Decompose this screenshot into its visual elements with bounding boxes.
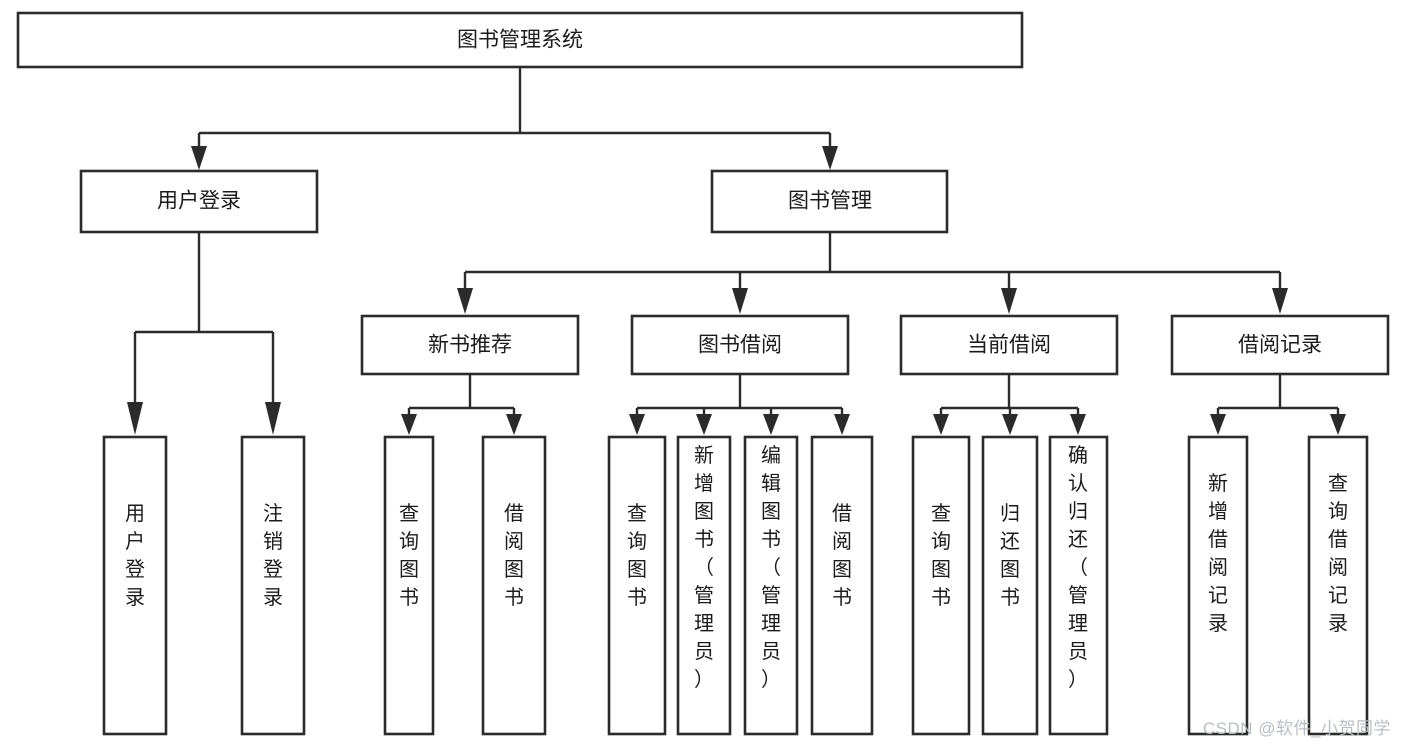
connector-group-book-mgmt bbox=[457, 232, 1288, 314]
node-current-borrow-box[interactable] bbox=[899, 314, 1119, 376]
node-leaf-borrow-book-1[interactable]: 借阅图书 bbox=[481, 435, 547, 736]
node-leaf-query-borrow-record-label: 查询借阅记录 bbox=[1328, 472, 1348, 635]
node-leaf-return-book[interactable]: 归还图书 bbox=[981, 435, 1039, 736]
node-user-login-label: 用户登录 bbox=[157, 190, 241, 213]
node-leaf-borrow-book-1-label: 借阅图书 bbox=[504, 502, 524, 609]
arrow-head-icon bbox=[191, 146, 207, 170]
node-leaf-query-book-3[interactable]: 查询图书 bbox=[911, 435, 971, 736]
node-leaf-query-book-1-label: 查询图书 bbox=[399, 502, 419, 609]
node-root-label: 图书管理系统 bbox=[457, 29, 583, 52]
node-leaf-query-book-1-box[interactable] bbox=[383, 435, 435, 736]
node-book-mgmt-label: 图书管理 bbox=[788, 190, 872, 213]
arrow-head-icon bbox=[696, 414, 712, 435]
arrow-head-icon bbox=[1002, 414, 1018, 435]
node-book-borrow-box[interactable] bbox=[630, 314, 850, 376]
node-book-mgmt[interactable]: 图书管理 bbox=[710, 169, 949, 234]
node-user-login-box[interactable] bbox=[79, 169, 319, 234]
node-leaf-query-book-1[interactable]: 查询图书 bbox=[383, 435, 435, 736]
node-leaf-add-borrow-record-label: 新增借阅记录 bbox=[1208, 472, 1228, 635]
node-leaf-confirm-return-admin-box[interactable] bbox=[1048, 435, 1109, 736]
node-leaf-add-book-admin[interactable]: 新增图书（管理员） bbox=[676, 435, 732, 736]
arrow-head-icon bbox=[506, 414, 522, 435]
arrow-head-icon bbox=[265, 402, 281, 435]
node-leaf-edit-book-admin-box[interactable] bbox=[743, 435, 799, 736]
arrow-head-icon bbox=[1330, 414, 1346, 435]
node-leaf-confirm-return-admin-label: 确认归还（管理员） bbox=[1068, 444, 1088, 691]
node-book-mgmt-box[interactable] bbox=[710, 169, 949, 234]
node-leaf-query-book-2-label: 查询图书 bbox=[627, 502, 647, 609]
node-leaf-query-book-3-label: 查询图书 bbox=[931, 502, 951, 609]
node-leaf-user-login[interactable]: 用户登录 bbox=[102, 435, 168, 736]
node-leaf-confirm-return-admin[interactable]: 确认归还（管理员） bbox=[1048, 435, 1109, 736]
node-leaf-query-book-2-box[interactable] bbox=[607, 435, 667, 736]
arrow-head-icon bbox=[1070, 414, 1086, 435]
node-leaf-query-book-2[interactable]: 查询图书 bbox=[607, 435, 667, 736]
connector-group-new-book bbox=[401, 374, 522, 435]
node-current-borrow-label: 当前借阅 bbox=[967, 334, 1051, 357]
node-user-login[interactable]: 用户登录 bbox=[79, 169, 319, 234]
node-leaf-query-borrow-record-box[interactable] bbox=[1307, 435, 1369, 736]
node-leaf-logout-box[interactable] bbox=[240, 435, 306, 736]
connector-group-user-login bbox=[127, 232, 281, 435]
node-leaf-borrow-book-2-label: 借阅图书 bbox=[832, 502, 852, 609]
node-leaf-borrow-book-2-box[interactable] bbox=[810, 435, 874, 736]
node-new-book-recommend-box[interactable] bbox=[360, 314, 580, 376]
node-leaf-logout[interactable]: 注销登录 bbox=[240, 435, 306, 736]
arrow-head-icon bbox=[629, 414, 645, 435]
arrow-head-icon bbox=[1272, 288, 1288, 314]
arrow-head-icon bbox=[127, 402, 143, 435]
node-borrow-record-box[interactable] bbox=[1170, 314, 1390, 376]
arrow-head-icon bbox=[1001, 288, 1017, 314]
node-leaf-user-login-box[interactable] bbox=[102, 435, 168, 736]
arrow-head-icon bbox=[401, 414, 417, 435]
node-leaf-add-book-admin-box[interactable] bbox=[676, 435, 732, 736]
node-leaf-add-borrow-record[interactable]: 新增借阅记录 bbox=[1187, 435, 1249, 736]
connector-group-root bbox=[191, 67, 838, 170]
arrow-head-icon bbox=[834, 414, 850, 435]
node-leaf-add-book-admin-label: 新增图书（管理员） bbox=[694, 444, 714, 691]
node-leaf-return-book-box[interactable] bbox=[981, 435, 1039, 736]
arrow-head-icon bbox=[1210, 414, 1226, 435]
arrow-head-icon bbox=[457, 288, 473, 314]
node-borrow-record[interactable]: 借阅记录 bbox=[1170, 314, 1390, 376]
node-leaf-borrow-book-2[interactable]: 借阅图书 bbox=[810, 435, 874, 736]
node-root-box[interactable] bbox=[16, 11, 1024, 69]
arrow-head-icon bbox=[763, 414, 779, 435]
arrow-head-icon bbox=[933, 414, 949, 435]
arrow-head-icon bbox=[822, 146, 838, 170]
node-leaf-query-book-3-box[interactable] bbox=[911, 435, 971, 736]
node-new-book-recommend-label: 新书推荐 bbox=[428, 334, 512, 357]
node-book-borrow-label: 图书借阅 bbox=[698, 334, 782, 357]
node-borrow-record-label: 借阅记录 bbox=[1238, 334, 1322, 357]
arrow-head-icon bbox=[732, 288, 748, 314]
node-leaf-user-login-label: 用户登录 bbox=[125, 503, 145, 609]
node-leaf-query-borrow-record[interactable]: 查询借阅记录 bbox=[1307, 435, 1369, 736]
node-leaf-edit-book-admin-label: 编辑图书（管理员） bbox=[761, 444, 781, 691]
connector-group-borrow-book bbox=[629, 374, 850, 435]
connector-group-current-borrow bbox=[933, 374, 1086, 435]
node-book-borrow[interactable]: 图书借阅 bbox=[630, 314, 850, 376]
node-leaf-add-borrow-record-box[interactable] bbox=[1187, 435, 1249, 736]
node-leaf-logout-label: 注销登录 bbox=[263, 502, 283, 609]
node-current-borrow[interactable]: 当前借阅 bbox=[899, 314, 1119, 376]
connector-group-borrow-record bbox=[1210, 374, 1346, 435]
node-leaf-edit-book-admin[interactable]: 编辑图书（管理员） bbox=[743, 435, 799, 736]
node-root[interactable]: 图书管理系统 bbox=[16, 11, 1024, 69]
node-leaf-borrow-book-1-box[interactable] bbox=[481, 435, 547, 736]
node-leaf-return-book-label: 归还图书 bbox=[1000, 502, 1020, 609]
node-new-book-recommend[interactable]: 新书推荐 bbox=[360, 314, 580, 376]
